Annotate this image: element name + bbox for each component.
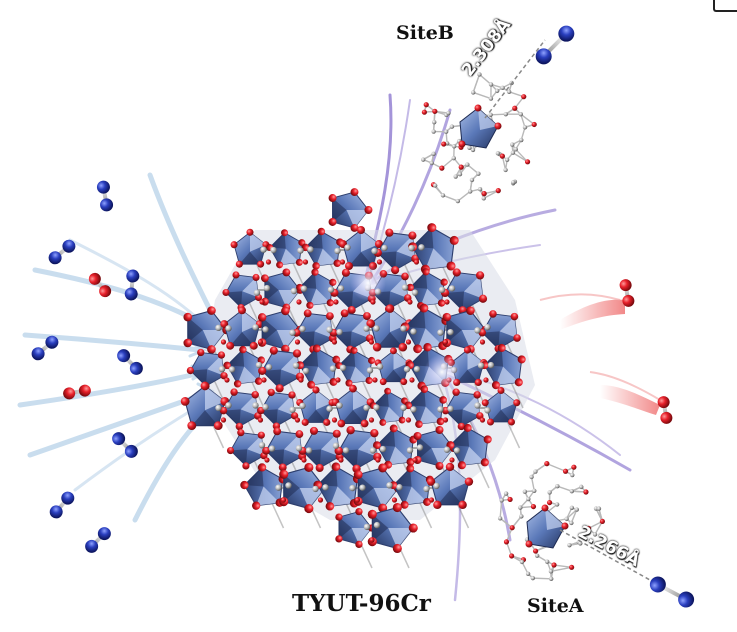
n2-molecule-icon: [114, 346, 146, 378]
n2-molecule-icon: [95, 179, 115, 213]
framework-name-label: TYUT-96Cr: [292, 590, 431, 617]
n2-molecule-icon: [535, 25, 575, 65]
o2-molecule-icon: [656, 395, 674, 425]
n2-molecule-icon: [45, 237, 79, 267]
site-a-cluster: [497, 461, 651, 582]
frame-corner: [713, 0, 737, 12]
o2-release-tails: [539, 293, 661, 415]
site-a-label: SiteA: [527, 595, 584, 617]
mof-framework: [180, 187, 538, 569]
site-a-glow: [424, 354, 460, 390]
site-b-label: SiteB: [396, 22, 454, 44]
n2-molecule-icon: [47, 488, 77, 522]
n2-molecule-icon: [82, 524, 114, 556]
site-b-cluster: [421, 39, 546, 204]
n2-molecule-icon: [649, 576, 695, 608]
site-b-glow: [350, 265, 386, 301]
